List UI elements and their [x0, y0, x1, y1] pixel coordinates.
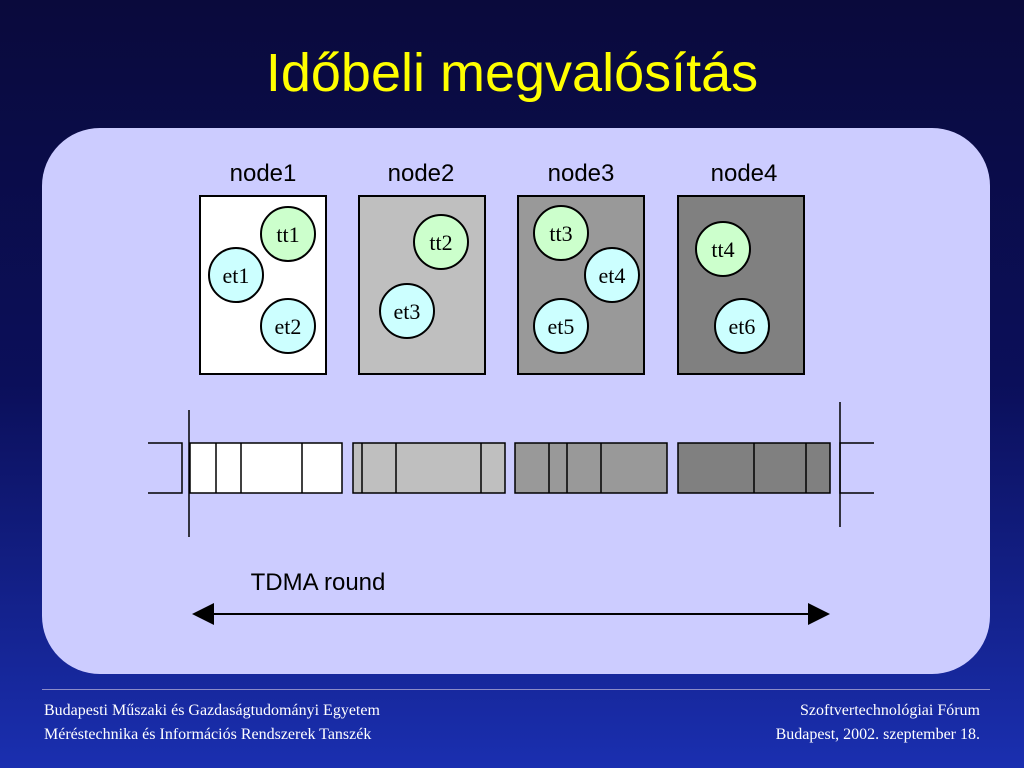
footer-event: Szoftvertechnológiai Fórum — [800, 702, 980, 719]
task-tt3: tt3 — [533, 205, 589, 261]
task-et4-label: et4 — [599, 263, 626, 288]
task-et2-label: et2 — [275, 314, 302, 339]
task-et1: et1 — [208, 247, 264, 303]
task-et4: et4 — [584, 247, 640, 303]
task-tt4: tt4 — [695, 221, 751, 277]
task-tt2: tt2 — [413, 214, 469, 270]
slide-title: Időbeli megvalósítás — [265, 43, 759, 103]
task-et5: et5 — [533, 298, 589, 354]
task-et6: et6 — [714, 298, 770, 354]
round-boundary-left — [148, 410, 190, 537]
task-et1-label: et1 — [223, 263, 250, 288]
round-boundary-right — [839, 402, 874, 527]
footer-right: Szoftvertechnológiai Fórum Budapest, 200… — [776, 699, 980, 747]
slot-group-node3 — [514, 442, 668, 494]
task-tt1-label: tt1 — [276, 222, 299, 247]
slot-group-node2 — [352, 442, 506, 494]
tdma-round-label: TDMA round — [251, 569, 386, 596]
task-et6-label: et6 — [729, 314, 756, 339]
footer-department: Méréstechnika és Információs Rendszerek … — [44, 726, 372, 743]
tdma-round-arrow — [192, 603, 830, 625]
slot-group-node4 — [677, 442, 831, 494]
node1-label: node1 — [230, 160, 297, 187]
task-et2: et2 — [260, 298, 316, 354]
footer-date: Budapest, 2002. szeptember 18. — [775, 726, 980, 743]
task-et5-label: et5 — [548, 314, 575, 339]
task-tt2-label: tt2 — [429, 230, 452, 255]
task-tt4-label: tt4 — [711, 237, 734, 262]
task-tt3-label: tt3 — [549, 221, 572, 246]
node3-label: node3 — [548, 160, 615, 187]
node4-label: node4 — [711, 160, 778, 187]
footer-university: Budapesti Műszaki és Gazdaságtudományi E… — [44, 702, 380, 719]
footer-left: Budapesti Műszaki és Gazdaságtudományi E… — [44, 699, 380, 747]
footer-divider — [42, 689, 990, 690]
task-et3: et3 — [379, 283, 435, 339]
node2-label: node2 — [388, 160, 455, 187]
task-et3-label: et3 — [394, 299, 421, 324]
task-tt1: tt1 — [260, 206, 316, 262]
slot-group-node1 — [189, 442, 343, 494]
